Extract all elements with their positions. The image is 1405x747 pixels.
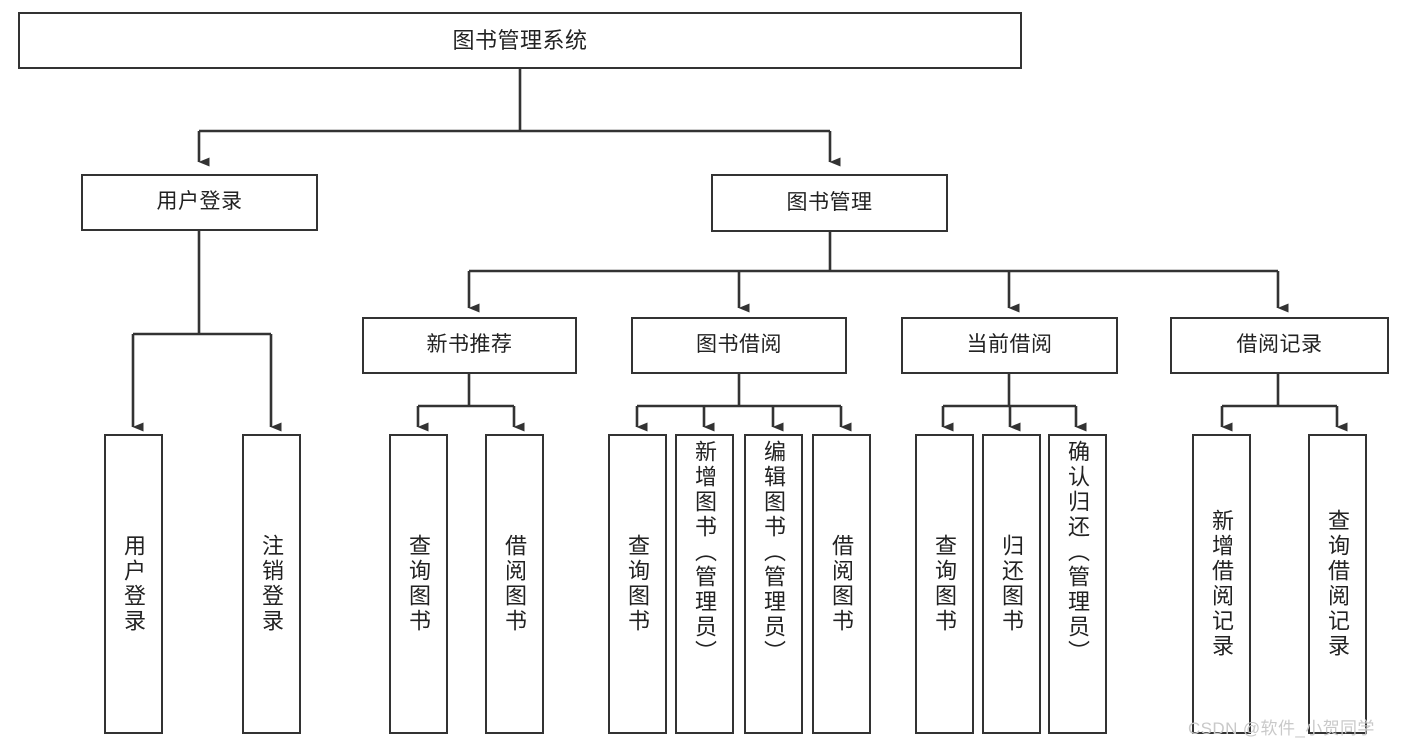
node-borrow-record[interactable]: 借阅记录 (1170, 317, 1389, 374)
leaf-current-borrow-return-book[interactable]: 归还图书 (982, 434, 1041, 734)
node-new-book-recommend[interactable]: 新书推荐 (362, 317, 577, 374)
leaf-user-login-logout[interactable]: 注销登录 (242, 434, 301, 734)
node-label: 查询图书 (932, 534, 958, 634)
node-label: 注销登录 (259, 534, 285, 634)
leaf-borrow-record-add-record[interactable]: 新增借阅记录 (1192, 434, 1251, 734)
leaf-user-login-login[interactable]: 用户登录 (104, 434, 163, 734)
node-label: 新书推荐 (426, 333, 513, 357)
node-user-login[interactable]: 用户登录 (81, 174, 318, 231)
leaf-new-book-borrow-book[interactable]: 借阅图书 (485, 434, 544, 734)
node-label: 确认归还（管理员） (1065, 440, 1091, 665)
node-label: 图书借阅 (696, 333, 782, 357)
node-label: 当前借阅 (966, 333, 1053, 357)
node-label: 用户登录 (121, 534, 147, 634)
csdn-watermark: CSDN @软件_小贺同学 (1188, 719, 1375, 738)
node-label: 查询图书 (625, 534, 651, 634)
leaf-new-book-query-book[interactable]: 查询图书 (389, 434, 448, 734)
leaf-book-borrow-edit-book[interactable]: 编辑图书（管理员） (744, 434, 803, 734)
node-book-manage[interactable]: 图书管理 (711, 174, 948, 232)
node-label: 借阅图书 (829, 534, 855, 634)
node-book-borrow[interactable]: 图书借阅 (631, 317, 847, 374)
node-label: 借阅图书 (502, 534, 528, 634)
node-label: 图书管理系统 (452, 27, 588, 53)
leaf-borrow-record-query-record[interactable]: 查询借阅记录 (1308, 434, 1367, 734)
leaf-current-borrow-confirm-return[interactable]: 确认归还（管理员） (1048, 434, 1107, 734)
leaf-book-borrow-query-book[interactable]: 查询图书 (608, 434, 667, 734)
node-label: 借阅记录 (1236, 333, 1323, 357)
leaf-book-borrow-add-book[interactable]: 新增图书（管理员） (675, 434, 734, 734)
node-current-borrow[interactable]: 当前借阅 (901, 317, 1118, 374)
node-label: 查询图书 (406, 534, 432, 634)
node-label: 新增借阅记录 (1209, 509, 1235, 659)
leaf-current-borrow-query-book[interactable]: 查询图书 (915, 434, 974, 734)
node-label: 编辑图书（管理员） (761, 440, 787, 665)
node-label: 用户登录 (156, 190, 243, 214)
node-label: 查询借阅记录 (1325, 509, 1351, 659)
node-label: 归还图书 (999, 534, 1025, 634)
node-root-system[interactable]: 图书管理系统 (18, 12, 1022, 69)
leaf-book-borrow-borrow-book[interactable]: 借阅图书 (812, 434, 871, 734)
node-label: 新增图书（管理员） (692, 440, 718, 665)
node-label: 图书管理 (786, 190, 873, 214)
